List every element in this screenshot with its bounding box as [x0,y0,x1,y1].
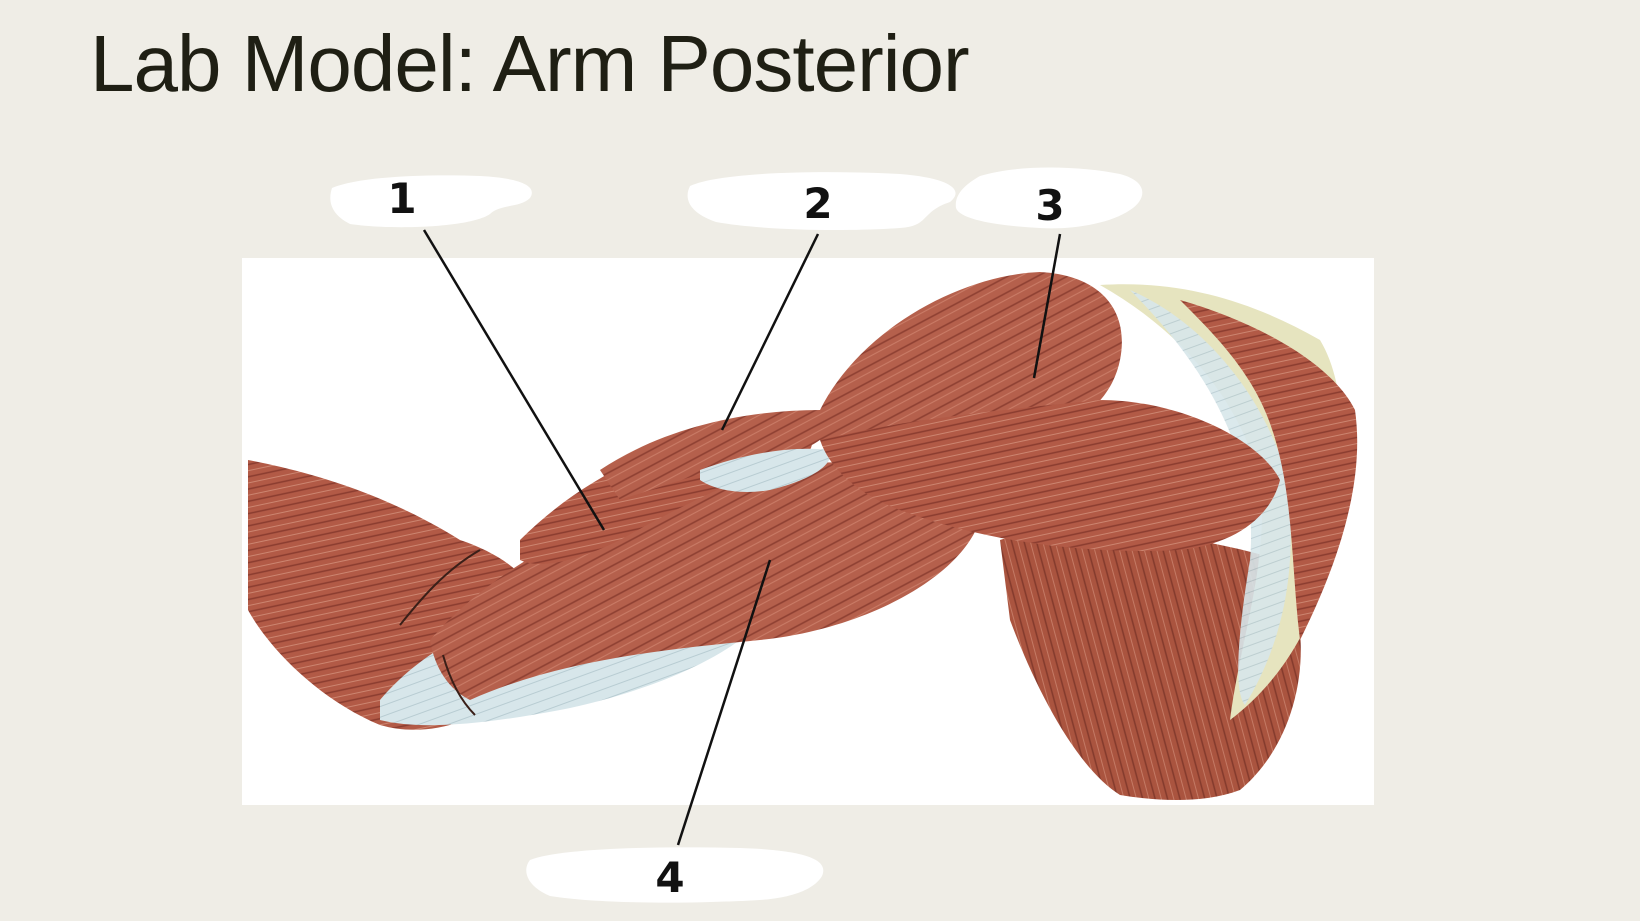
label-patch-2 [687,172,956,230]
label-patch-1 [330,175,532,228]
label-4: 4 [655,853,684,902]
arm-model-photo-frame [242,258,1374,805]
label-2: 2 [803,179,832,228]
label-3: 3 [1035,181,1064,230]
label-patch-4 [526,847,824,903]
label-1: 1 [387,174,416,223]
label-patch-3 [955,167,1143,229]
slide-title: Lab Model: Arm Posterior [90,19,970,108]
